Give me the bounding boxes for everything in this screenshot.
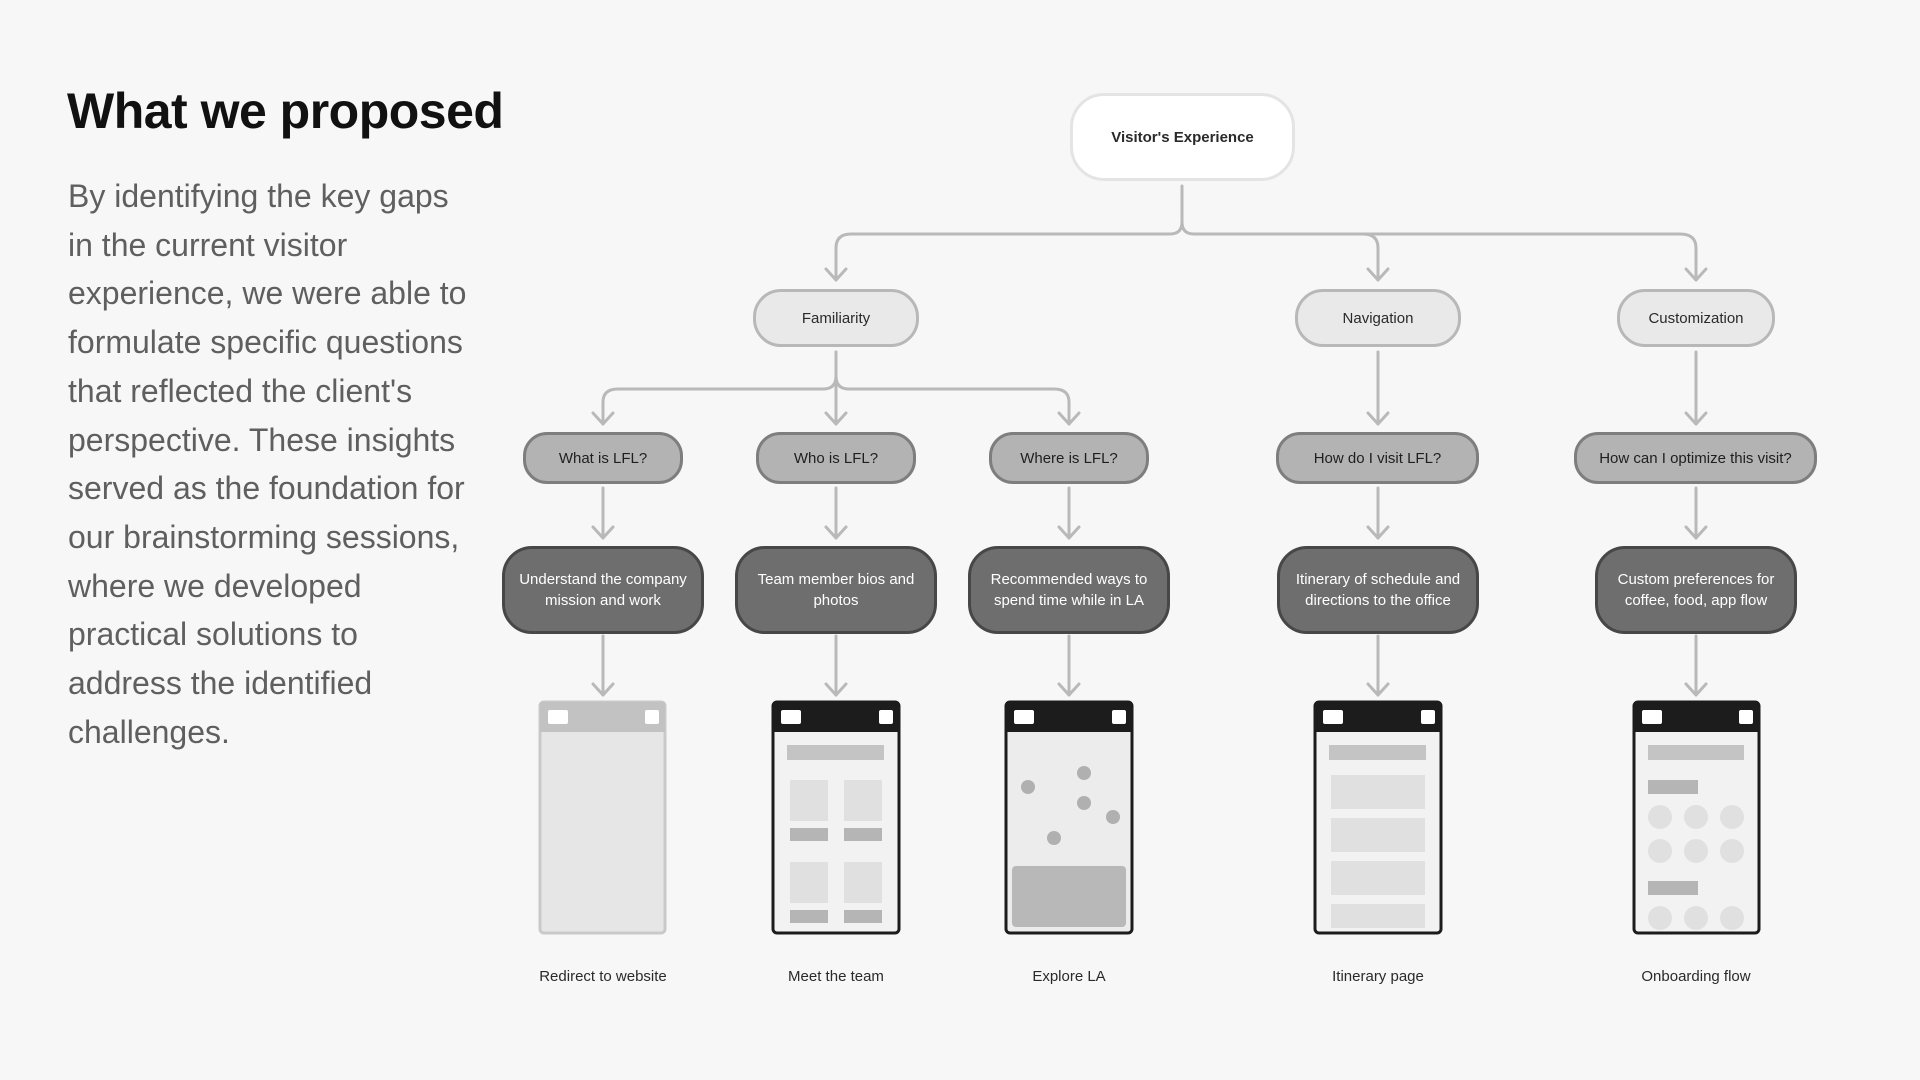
node-deliverable-itinerary: Itinerary of schedule and directions to …	[1277, 546, 1479, 634]
phone-mockup-onboarding	[1632, 700, 1761, 935]
node-deliverable-mission: Understand the company mission and work	[502, 546, 704, 634]
screen-label-team: Meet the team	[788, 968, 884, 985]
phone-mockup-explore	[1004, 700, 1134, 935]
screen-label-explore: Explore LA	[1032, 968, 1106, 985]
page-title: What we proposed	[67, 83, 504, 139]
node-question-optimize: How can I optimize this visit?	[1574, 432, 1817, 484]
screen-label-redirect: Redirect to website	[539, 968, 667, 985]
node-deliverable-la-activities: Recommended ways to spend time while in …	[968, 546, 1170, 634]
connector-familiarity-what	[601, 350, 838, 426]
node-question-what: What is LFL?	[523, 432, 683, 484]
node-question-who: Who is LFL?	[756, 432, 916, 484]
description-paragraph: By identifying the key gaps in the curre…	[68, 178, 467, 750]
node-category-customization: Customization	[1617, 289, 1775, 347]
node-question-how-visit: How do I visit LFL?	[1276, 432, 1479, 484]
node-category-familiarity: Familiarity	[753, 289, 919, 347]
phone-mockup-redirect	[538, 700, 667, 935]
node-deliverable-bios: Team member bios and photos	[735, 546, 937, 634]
phone-mockup-team	[771, 700, 901, 935]
node-root: Visitor's Experience	[1070, 93, 1295, 181]
connector-familiarity-where	[834, 374, 1071, 426]
node-question-where: Where is LFL?	[989, 432, 1149, 484]
connector-root-customization	[1192, 232, 1698, 282]
node-category-navigation: Navigation	[1295, 289, 1461, 347]
connector-root-familiarity	[834, 184, 1184, 282]
node-deliverable-preferences: Custom preferences for coffee, food, app…	[1595, 546, 1797, 634]
connector-root-navigation	[1180, 220, 1380, 282]
phone-mockup-itinerary	[1313, 700, 1443, 935]
screen-label-itinerary: Itinerary page	[1332, 968, 1424, 985]
screen-label-onboarding: Onboarding flow	[1641, 968, 1751, 985]
